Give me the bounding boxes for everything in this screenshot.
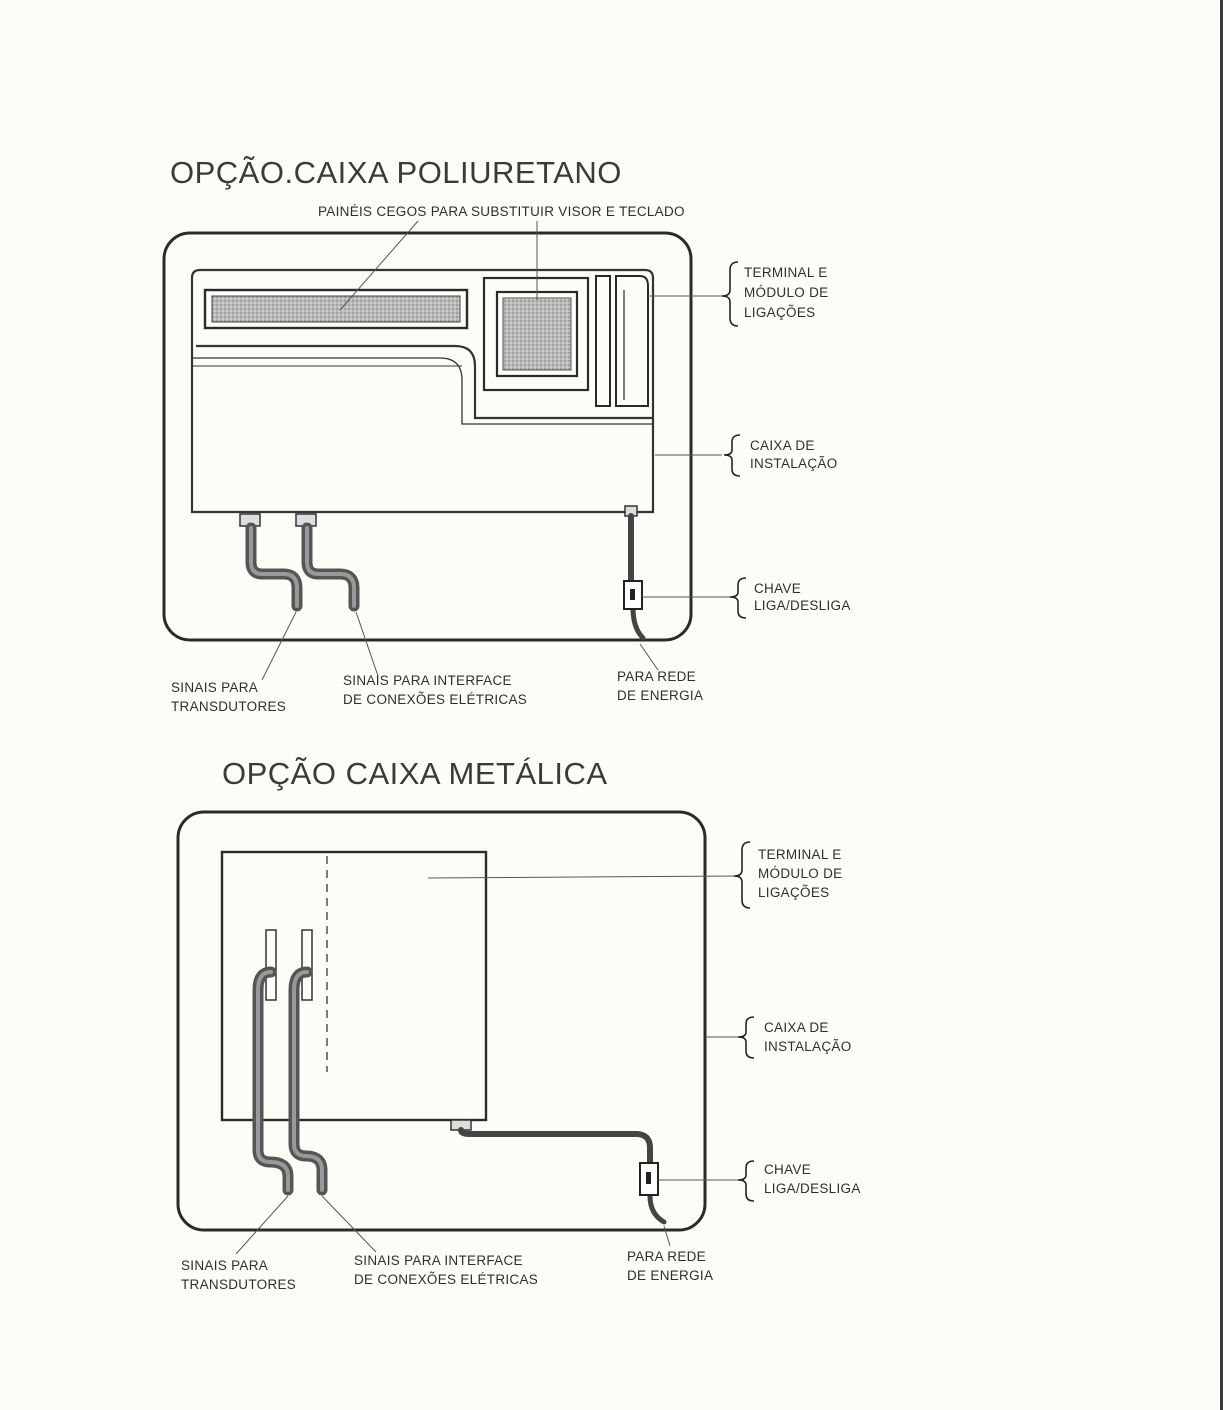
housing-unit — [190, 268, 655, 514]
blank-display-panel-fill — [211, 295, 461, 323]
terminal-label: TERMINAL E MÓDULO DE LIGAÇÕES — [758, 847, 847, 900]
caixa-label: CAIXA DE INSTALAÇÃO — [764, 1020, 852, 1054]
terminal-module — [595, 275, 649, 407]
rede-energia-line-1: PARA REDE — [627, 1249, 706, 1264]
signal-cables — [252, 966, 328, 1196]
sinais-transdutores-line-1: SINAIS PARA — [181, 1258, 268, 1273]
terminal-label-line-3: LIGAÇÕES — [758, 885, 829, 900]
chave-label-line-2: LIGA/DESLIGA — [764, 1181, 861, 1196]
metalica-title: OPÇÃO CAIXA METÁLICA — [222, 756, 608, 791]
terminal-label-line-2: MÓDULO DE — [758, 866, 842, 881]
terminal-label-line-2: MÓDULO DE — [744, 285, 828, 300]
terminal-label-line-1: TERMINAL E — [758, 847, 842, 862]
sinais-interface-line-2: DE CONEXÕES ELÉTRICAS — [354, 1272, 538, 1287]
brackets — [733, 841, 755, 1202]
sinais-transdutores-line-2: TRANSDUTORES — [181, 1277, 296, 1292]
signal-cables — [245, 522, 360, 612]
on-off-switch-toggle — [646, 1172, 651, 1184]
page-edge — [1220, 0, 1223, 1410]
rede-energia-label: PARA REDE DE ENERGIA — [627, 1249, 713, 1283]
sinais-transdutores-label: SINAIS PARA TRANSDUTORES — [171, 680, 286, 714]
rede-energia-line-1: PARA REDE — [617, 669, 696, 684]
sinais-interface-label: SINAIS PARA INTERFACE DE CONEXÕES ELÉTRI… — [343, 673, 527, 707]
metalica-section: OPÇÃO CAIXA METÁLICA — [176, 756, 861, 1292]
chave-label-line-1: CHAVE — [754, 581, 801, 596]
chave-label-line-2: LIGA/DESLIGA — [754, 598, 851, 613]
sinais-interface-line-2: DE CONEXÕES ELÉTRICAS — [343, 692, 527, 707]
terminal-label-line-3: LIGAÇÕES — [744, 305, 815, 320]
on-off-switch-toggle — [630, 589, 635, 600]
terminal-slots — [265, 929, 313, 1001]
metal-cabinet — [220, 850, 488, 1122]
caixa-label-line-1: CAIXA DE — [764, 1020, 829, 1035]
installation-box-outline — [176, 810, 707, 1232]
rede-energia-label: PARA REDE DE ENERGIA — [617, 669, 703, 703]
sinais-interface-line-1: SINAIS PARA INTERFACE — [354, 1253, 523, 1268]
blank-keypad-frame — [482, 276, 590, 392]
caixa-label-line-1: CAIXA DE — [750, 438, 815, 453]
cable-glands — [239, 505, 638, 527]
brackets — [721, 261, 747, 619]
chave-label: CHAVE LIGA/DESLIGA — [764, 1162, 861, 1196]
power-cable — [628, 513, 646, 641]
leader-lines — [235, 875, 744, 1255]
sinais-transdutores-label: SINAIS PARA TRANSDUTORES — [181, 1258, 296, 1292]
sinais-interface-line-1: SINAIS PARA INTERFACE — [343, 673, 512, 688]
blank-display-panel — [203, 288, 469, 330]
terminal-label-line-1: TERMINAL E — [744, 265, 828, 280]
power-cable — [458, 1127, 667, 1225]
blank-keypad-panel-fill — [502, 297, 572, 371]
rede-energia-line-2: DE ENERGIA — [627, 1268, 713, 1283]
rede-energia-line-2: DE ENERGIA — [617, 688, 703, 703]
poliuretano-section: OPÇÃO.CAIXA POLIURETANO PAINÉIS CEGOS PA… — [162, 155, 851, 714]
leader-lines — [261, 220, 732, 681]
sinais-interface-label: SINAIS PARA INTERFACE DE CONEXÕES ELÉTRI… — [354, 1253, 538, 1287]
chave-label: CHAVE LIGA/DESLIGA — [754, 581, 851, 613]
caixa-label-line-2: INSTALAÇÃO — [764, 1039, 852, 1054]
sinais-transdutores-line-2: TRANSDUTORES — [171, 699, 286, 714]
terminal-label: TERMINAL E MÓDULO DE LIGAÇÕES — [744, 265, 833, 320]
paineis-label: PAINÉIS CEGOS PARA SUBSTITUIR VISOR E TE… — [318, 204, 685, 219]
poliuretano-title: OPÇÃO.CAIXA POLIURETANO — [170, 155, 622, 190]
installation-box-outline — [162, 231, 693, 642]
caixa-label: CAIXA DE INSTALAÇÃO — [750, 438, 838, 471]
sinais-transdutores-line-1: SINAIS PARA — [171, 680, 258, 695]
caixa-label-line-2: INSTALAÇÃO — [750, 456, 838, 471]
chave-label-line-1: CHAVE — [764, 1162, 811, 1177]
